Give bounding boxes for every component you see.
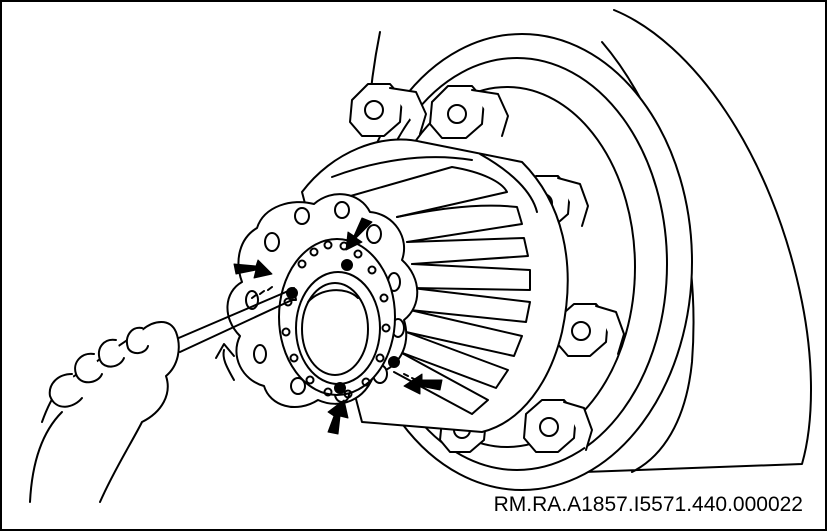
locknut-ring-holes — [281, 240, 391, 399]
spindle-inner — [301, 282, 369, 376]
wheel-nut-4 — [555, 303, 625, 357]
rotation-arrow-shaft — [222, 349, 235, 381]
indicator-arrows — [233, 217, 443, 435]
rotation-arrow-head — [215, 343, 235, 359]
dash-mark-left — [251, 286, 273, 299]
wheel-nut-5 — [523, 399, 593, 453]
dash-mark-right — [403, 373, 417, 381]
tire-outline — [583, 9, 812, 473]
arrow-top — [345, 217, 373, 251]
screwdriver — [173, 287, 297, 353]
reference-code: RM.RA.A1857.I5571.440.000022 — [493, 493, 803, 516]
arrow-left — [233, 259, 273, 279]
spindle-bore — [307, 289, 359, 303]
wheel-nut-1 — [349, 83, 427, 137]
arrow-bottom — [327, 399, 349, 435]
wheel-nut-2 — [429, 85, 509, 139]
hand — [29, 321, 180, 503]
hub-ribs — [331, 153, 538, 415]
arrow-right — [403, 373, 443, 395]
